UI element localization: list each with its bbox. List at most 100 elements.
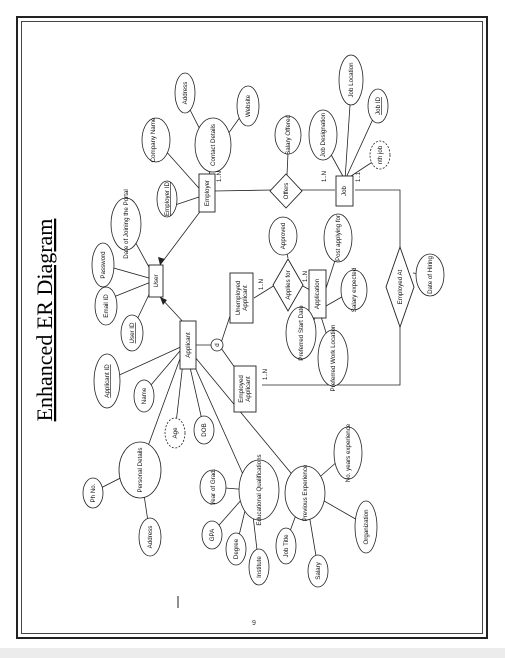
page-border-inner — [21, 21, 483, 634]
entity-unemployed-applicant[interactable]: UnemployedApplicant — [229, 272, 254, 324]
attr-previous-experience: Previous Experience — [284, 464, 326, 521]
svg-text:User ID: User ID — [129, 322, 136, 344]
svg-text:Degree: Degree — [233, 538, 240, 559]
svg-text:DOB: DOB — [201, 423, 208, 436]
svg-text:Company Name: Company Name — [150, 117, 157, 162]
svg-text:Job ID: Job ID — [375, 97, 382, 115]
attr-address-bottom: Address — [138, 517, 162, 557]
svg-text:Preferred Work Location: Preferred Work Location — [330, 324, 337, 392]
attr-job-id: Job ID — [367, 88, 389, 124]
svg-text:Email ID: Email ID — [103, 294, 110, 318]
entity-employed-applicant-label: EmployedApplicant — [238, 375, 252, 403]
entity-applicant-label: Applicant — [185, 332, 192, 358]
attr-preferred-start-date: Preferred Start Date — [285, 305, 317, 361]
svg-text:Name: Name — [141, 387, 148, 404]
relationship-employed-at-label: Employed At — [397, 269, 404, 304]
entity-unemployed-applicant-label: UnemployedApplicant — [235, 280, 249, 315]
attr-personal-details: Personal Details — [118, 441, 162, 499]
attr-post-applying-for: Post applying for — [323, 213, 353, 263]
attr-date-of-hiring: Date of Hiring — [415, 253, 445, 297]
svg-text:Organization: Organization — [363, 509, 370, 545]
card-employed-applicant: 1..N — [263, 369, 269, 380]
attr-approved: Approved — [268, 216, 298, 256]
entity-employed-applicant[interactable]: EmployedApplicant — [233, 365, 257, 413]
attr-salary: Salary — [307, 554, 329, 588]
entity-applicant[interactable]: Applicant — [179, 320, 197, 370]
svg-text:Job Title: Job Title — [283, 534, 290, 558]
svg-text:Post applying for: Post applying for — [335, 215, 342, 261]
relationship-applies-for-label: Applies for — [285, 270, 292, 299]
attr-website: Website — [236, 85, 260, 127]
svg-text:Salary: Salary — [315, 561, 322, 579]
svg-text:Job Location: Job Location — [348, 62, 355, 98]
svg-text:Salary expected: Salary expected — [351, 267, 358, 312]
attr-salary-expected: Salary expected — [340, 267, 368, 312]
attr-age: Age — [164, 417, 186, 449]
attr-ph-no: Ph No. — [82, 477, 104, 509]
svg-text:Address: Address — [147, 526, 154, 549]
svg-text:Approved: Approved — [280, 222, 287, 249]
attr-job-designation: Job Designation — [308, 109, 338, 161]
relationship-applies-for[interactable]: Applies for — [272, 258, 304, 312]
disjoint-marker: d — [214, 343, 221, 347]
attr-address-top: Address — [174, 72, 196, 114]
attr-contact-details: Contact Details — [194, 117, 232, 173]
attr-degree: Degree — [225, 532, 247, 566]
card-job-offers: 1..N — [322, 171, 328, 182]
attr-gpa: GPA — [201, 520, 223, 550]
attr-year-of-grad: Year of Grad. — [199, 468, 227, 505]
attr-institute: Institute — [248, 548, 270, 586]
relationship-offers[interactable]: Offers — [269, 173, 303, 209]
card-job-employed: 1..1 — [356, 171, 362, 182]
svg-text:Date of Hiring: Date of Hiring — [427, 256, 434, 294]
svg-text:Previous Experience: Previous Experience — [302, 464, 309, 521]
attr-email-id: Email ID — [94, 286, 118, 326]
page-border-outer — [16, 16, 488, 639]
entity-user[interactable]: User — [148, 264, 164, 298]
entity-employer[interactable]: Employer — [198, 173, 216, 213]
attr-dob: DOB — [193, 415, 215, 445]
relationship-employed-at[interactable]: Employed At — [385, 245, 415, 329]
svg-text:Educational Qualifications: Educational Qualifications — [256, 454, 263, 525]
svg-text:Job Designation: Job Designation — [320, 112, 327, 157]
arrowhead-employer-user — [158, 257, 165, 265]
attr-user-id: User ID — [120, 314, 144, 352]
svg-text:Institute: Institute — [256, 556, 263, 578]
attr-name: Name — [133, 379, 155, 413]
svg-text:Password: Password — [100, 251, 107, 279]
attr-employer-id: Employer ID — [156, 180, 178, 218]
arrowhead-applicant-user — [160, 297, 167, 305]
entity-application[interactable]: Application — [308, 269, 327, 319]
card-unemployed-applies: 1..N — [259, 279, 265, 290]
disjoint-circle — [210, 338, 224, 352]
entity-job[interactable]: Job — [335, 175, 354, 207]
svg-text:Contact Details: Contact Details — [210, 124, 217, 166]
svg-text:nth job: nth job — [377, 145, 384, 164]
entity-application-label: Application — [314, 278, 321, 309]
entity-user-label: User — [153, 274, 160, 287]
svg-text:Applicant ID: Applicant ID — [104, 364, 111, 398]
attr-applicant-id: Applicant ID — [93, 353, 121, 409]
svg-text:Personal Details: Personal Details — [137, 447, 144, 492]
card-application-applies: 1..N — [303, 271, 309, 282]
svg-text:Website: Website — [245, 94, 252, 117]
attr-organization: Organization — [354, 500, 378, 554]
svg-text:Date of Joining the Portal: Date of Joining the Portal — [123, 189, 130, 258]
relationship-offers-label: Offers — [283, 183, 290, 200]
attr-educational-qualifications: Educational Qualifications — [238, 454, 280, 526]
svg-text:Year of Grad.: Year of Grad. — [210, 468, 217, 505]
attr-preferred-work-location: Preferred Work Location — [317, 324, 349, 392]
entity-employer-label: Employer — [204, 180, 211, 206]
attr-no-years-experience: No. years experience — [333, 423, 363, 482]
page-number: 9 — [252, 620, 256, 627]
attr-company-name: Company Name — [141, 117, 171, 163]
diagram-title: Enhanced ER Diagram — [32, 219, 57, 422]
page-bottom-edge — [0, 648, 505, 658]
svg-text:No. years experience: No. years experience — [345, 423, 352, 482]
svg-text:Address: Address — [182, 82, 189, 105]
svg-text:Salary Offered: Salary Offered — [285, 115, 292, 155]
svg-text:GPA: GPA — [209, 528, 216, 541]
svg-text:Ph No.: Ph No. — [90, 483, 97, 502]
